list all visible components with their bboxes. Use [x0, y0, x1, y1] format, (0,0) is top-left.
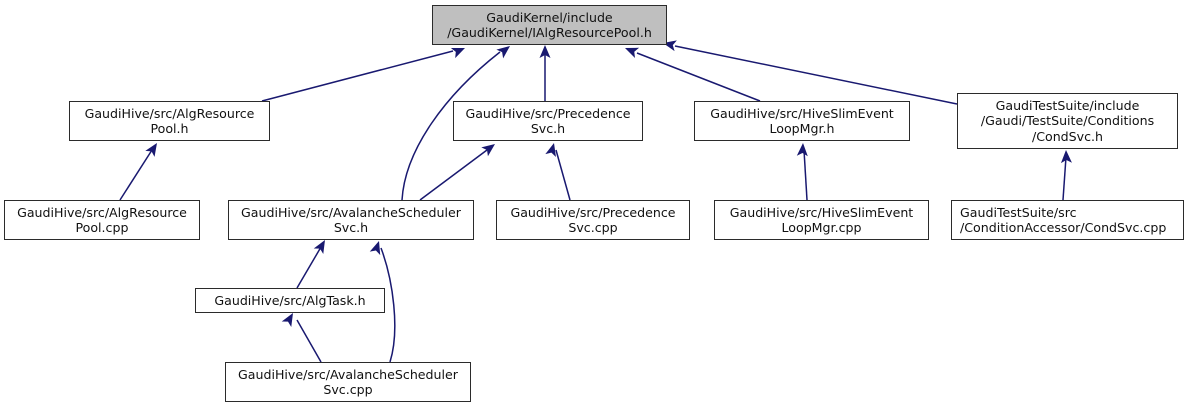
graph-node-avalancheschedulersvc-h[interactable]: GaudiHive/src/AvalancheScheduler Svc.h [228, 200, 474, 240]
graph-edge-arrowhead [369, 241, 381, 256]
graph-node-ialgresourcepool-h[interactable]: GaudiKernel/include /GaudiKernel/IAlgRes… [432, 5, 667, 45]
graph-node-label: GaudiHive/src/AvalancheScheduler Svc.cpp [238, 366, 458, 398]
graph-node-label: GaudiTestSuite/src /ConditionAccessor/Co… [960, 204, 1167, 236]
graph-edge [119, 149, 153, 201]
graph-node-hiveslimeventloopmgr-h[interactable]: GaudiHive/src/HiveSlimEvent LoopMgr.h [694, 101, 910, 141]
graph-node-precedencesvc-h[interactable]: GaudiHive/src/Precedence Svc.h [453, 101, 643, 141]
graph-node-label: GaudiHive/src/Precedence Svc.cpp [510, 204, 676, 236]
graph-node-algresourcepool-h[interactable]: GaudiHive/src/AlgResource Pool.h [69, 101, 270, 141]
graph-node-condsvc-h[interactable]: GaudiTestSuite/include /Gaudi/TestSuite/… [957, 93, 1178, 149]
graph-edge-arrowhead [545, 143, 556, 157]
graph-node-label: GaudiHive/src/AlgResource Pool.cpp [17, 204, 187, 236]
graph-edge [261, 50, 454, 102]
graph-node-label: GaudiHive/src/AvalancheScheduler Svc.h [241, 204, 461, 236]
graph-node-label: GaudiHive/src/HiveSlimEvent LoopMgr.h [710, 105, 894, 137]
graph-node-condsvc-cpp[interactable]: GaudiTestSuite/src /ConditionAccessor/Co… [951, 200, 1184, 240]
graph-edge-arrowhead [1060, 150, 1072, 164]
graph-node-algresourcepool-cpp[interactable]: GaudiHive/src/AlgResource Pool.cpp [4, 200, 200, 240]
graph-node-label: GaudiHive/src/Precedence Svc.h [465, 105, 631, 137]
graph-edge-arrowhead [625, 47, 640, 58]
graph-node-precedencesvc-cpp[interactable]: GaudiHive/src/Precedence Svc.cpp [496, 200, 690, 240]
graph-edge [296, 246, 322, 289]
graph-node-label: GaudiHive/src/HiveSlimEvent LoopMgr.cpp [729, 204, 914, 236]
graph-node-hiveslimeventloopmgr-cpp[interactable]: GaudiHive/src/HiveSlimEvent LoopMgr.cpp [714, 200, 929, 240]
graph-node-label: GaudiHive/src/AlgTask.h [214, 292, 366, 308]
graph-node-label: GaudiTestSuite/include /Gaudi/TestSuite/… [980, 97, 1155, 144]
graph-edge [803, 149, 808, 201]
graph-edge-arrowhead [539, 45, 551, 58]
graph-edge-arrowhead [481, 144, 495, 157]
graph-edge [636, 52, 761, 102]
graph-edge [296, 319, 322, 363]
graph-node-label: GaudiKernel/include /GaudiKernel/IAlgRes… [447, 9, 652, 41]
graph-edge-arrowhead [145, 143, 157, 157]
graph-node-avalancheschedulersvc-cpp[interactable]: GaudiHive/src/AvalancheScheduler Svc.cpp [225, 362, 471, 402]
graph-edge [674, 45, 958, 105]
graph-edge [1062, 156, 1067, 201]
graph-edge-arrowhead [796, 143, 808, 157]
graph-edge-arrowhead [450, 48, 465, 59]
graph-edge [555, 149, 571, 201]
graph-node-label: GaudiHive/src/AlgResource Pool.h [84, 105, 255, 137]
graph-node-algtask-h[interactable]: GaudiHive/src/AlgTask.h [195, 288, 385, 313]
graph-edge [419, 149, 488, 201]
